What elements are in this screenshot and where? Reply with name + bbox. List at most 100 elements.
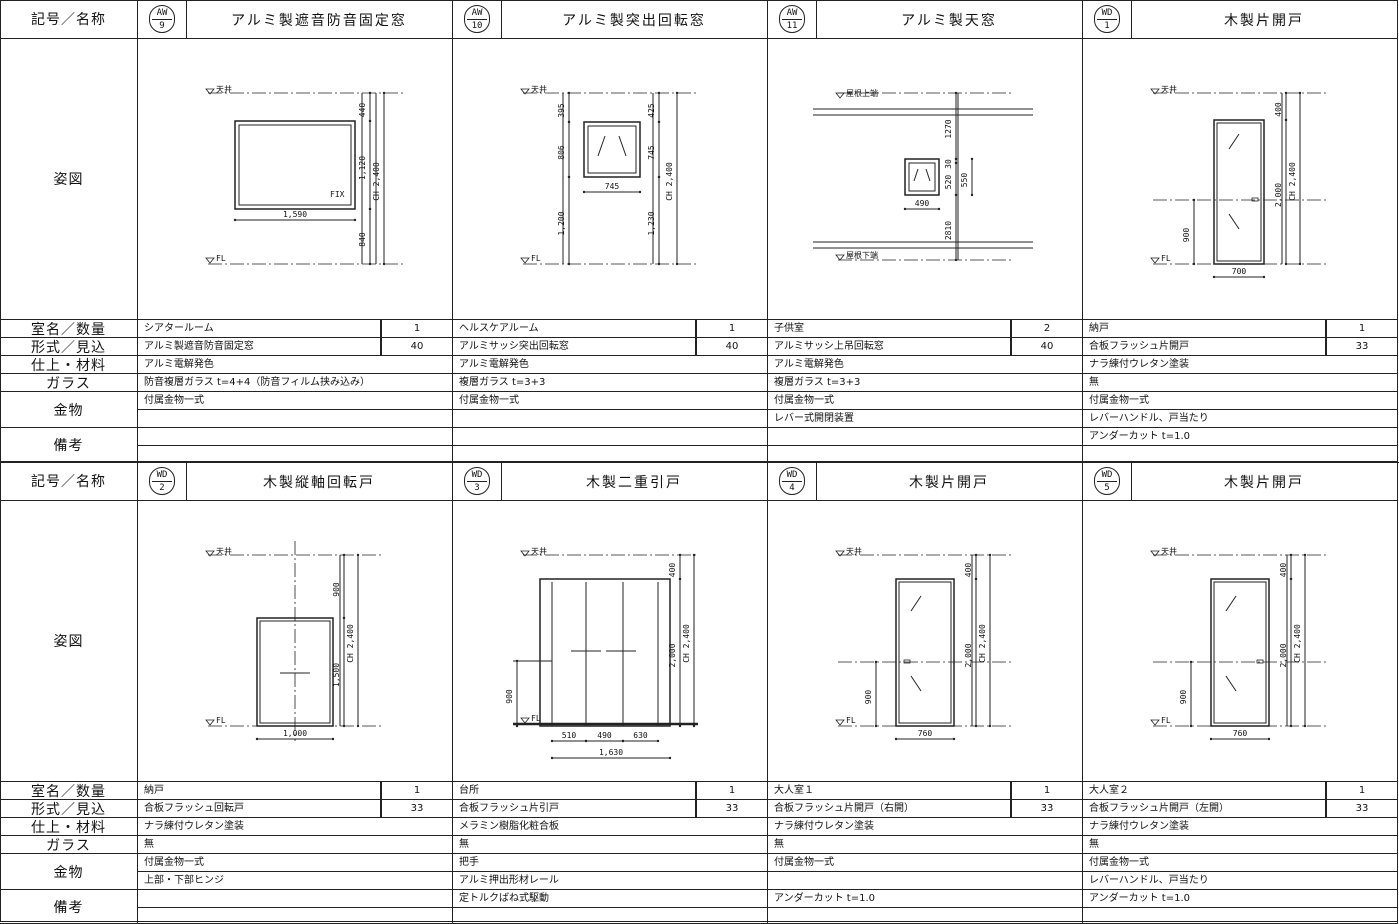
dim-1230: 1,230 bbox=[647, 211, 656, 235]
title-separator bbox=[186, 0, 187, 39]
dim-900: 900 bbox=[1182, 228, 1191, 243]
label-hardware: 金物 bbox=[0, 854, 138, 890]
dimension-tick bbox=[342, 553, 346, 557]
dim-ch: CH 2,400 bbox=[372, 162, 381, 201]
window-frame bbox=[583, 121, 641, 178]
level-marker-icon bbox=[520, 88, 530, 95]
dimension-tick bbox=[656, 739, 660, 743]
quantity: 1 bbox=[1011, 782, 1083, 800]
level-marker-icon bbox=[1150, 257, 1160, 264]
notes-line-1 bbox=[138, 890, 453, 908]
dimension-tick bbox=[657, 175, 661, 179]
dim-440: 440 bbox=[358, 103, 367, 118]
label-name: 記号／名称 bbox=[0, 0, 138, 39]
dimension-tick bbox=[1192, 198, 1196, 202]
dim-width: 760 bbox=[1233, 729, 1248, 738]
label-name: 記号／名称 bbox=[0, 462, 138, 501]
notes-line-1: アンダーカット t=1.0 bbox=[1083, 428, 1398, 446]
dimension-tick bbox=[952, 737, 956, 741]
swing-mark bbox=[1228, 213, 1240, 230]
symbol-type: WD bbox=[471, 470, 483, 480]
dim-900: 900 bbox=[864, 690, 873, 705]
label-finish: 仕上・材料 bbox=[0, 818, 138, 836]
dim-840: 840 bbox=[358, 232, 367, 247]
level-marker-icon bbox=[520, 550, 530, 557]
level-marker-icon bbox=[520, 717, 530, 724]
door-frame bbox=[1210, 578, 1270, 727]
dimension-tick bbox=[1189, 660, 1193, 664]
fitting-title-cell: AW 11 アルミ製天窓 bbox=[768, 0, 1083, 39]
hardware-line-2 bbox=[768, 872, 1083, 890]
symbol-number: 5 bbox=[1104, 483, 1110, 493]
dimension-tick bbox=[356, 724, 360, 728]
dimension-tick bbox=[1284, 91, 1288, 95]
dim-510: 510 bbox=[562, 731, 577, 740]
dim-ch: CH 2,400 bbox=[1288, 162, 1297, 201]
symbol-number: 3 bbox=[474, 483, 480, 493]
hardware-line-2: レバー式開閉装置 bbox=[768, 410, 1083, 428]
hardware-line-1: 付属金物一式 bbox=[138, 392, 453, 410]
dim-2000: 2,000 bbox=[964, 643, 973, 667]
fitting-symbol-badge: WD 4 bbox=[779, 467, 805, 495]
dim-425: 425 bbox=[647, 103, 656, 118]
finish-material: ナラ練付ウレタン塗装 bbox=[1083, 818, 1398, 836]
room-name: 子供室 bbox=[768, 320, 1011, 338]
fitting-type: 合板フラッシュ片開戸（左開） bbox=[1083, 800, 1326, 818]
dimension-tick bbox=[954, 91, 958, 95]
open-mark bbox=[925, 168, 931, 182]
dim-395: 395 bbox=[557, 103, 566, 118]
fl-label: FL bbox=[1161, 716, 1171, 725]
dimension-tick bbox=[368, 119, 372, 123]
ceiling-label: 天井 bbox=[1161, 546, 1177, 556]
dimension-tick bbox=[657, 262, 661, 266]
dimension-tick bbox=[894, 737, 898, 741]
title-separator bbox=[1131, 0, 1132, 39]
dim-width: 1,590 bbox=[283, 210, 307, 219]
window-frame bbox=[234, 120, 356, 210]
dimension-tick bbox=[675, 91, 679, 95]
fitting-name: 木製二重引戸 bbox=[586, 474, 682, 491]
section-divider bbox=[0, 462, 1399, 463]
dimension-tick bbox=[954, 258, 958, 262]
fl-label: FL bbox=[1161, 254, 1171, 263]
symbol-type: AW bbox=[471, 8, 483, 18]
finish-material: メラミン樹脂化粧合板 bbox=[453, 818, 768, 836]
dim-ch: CH 2,400 bbox=[346, 624, 355, 663]
dim-width: 700 bbox=[1232, 267, 1247, 276]
glass-spec: 無 bbox=[768, 836, 1083, 854]
fix-label: FIX bbox=[330, 190, 345, 199]
dimension-tick bbox=[356, 553, 360, 557]
dimension-tick bbox=[550, 739, 554, 743]
dimension-tick bbox=[550, 756, 554, 760]
dim-ch: CH 2,400 bbox=[665, 162, 674, 201]
hardware-line-2 bbox=[453, 410, 768, 428]
quantity: 2 bbox=[1011, 320, 1083, 338]
dimension-tick bbox=[988, 724, 992, 728]
door-frame bbox=[895, 578, 955, 727]
label-type-depth: 形式／見込 bbox=[0, 800, 138, 818]
symbol-divider bbox=[467, 481, 487, 482]
fitting-symbol-badge: WD 3 bbox=[464, 467, 490, 495]
dim-1500: 1,500 bbox=[332, 663, 341, 687]
symbol-number: 10 bbox=[471, 21, 483, 31]
dimension-tick bbox=[1189, 724, 1193, 728]
dimension-tick bbox=[567, 175, 571, 179]
symbol-divider bbox=[782, 19, 802, 20]
ceiling-label: 天井 bbox=[531, 84, 547, 94]
fitting-type: 合板フラッシュ片開戸（右開） bbox=[768, 800, 1011, 818]
label-view: 姿図 bbox=[0, 39, 138, 320]
skylight-glass bbox=[908, 162, 936, 192]
dimension-tick bbox=[1284, 262, 1288, 266]
dim-490: 490 bbox=[597, 731, 612, 740]
hardware-line-2: レバーハンドル、戸当たり bbox=[1083, 410, 1398, 428]
